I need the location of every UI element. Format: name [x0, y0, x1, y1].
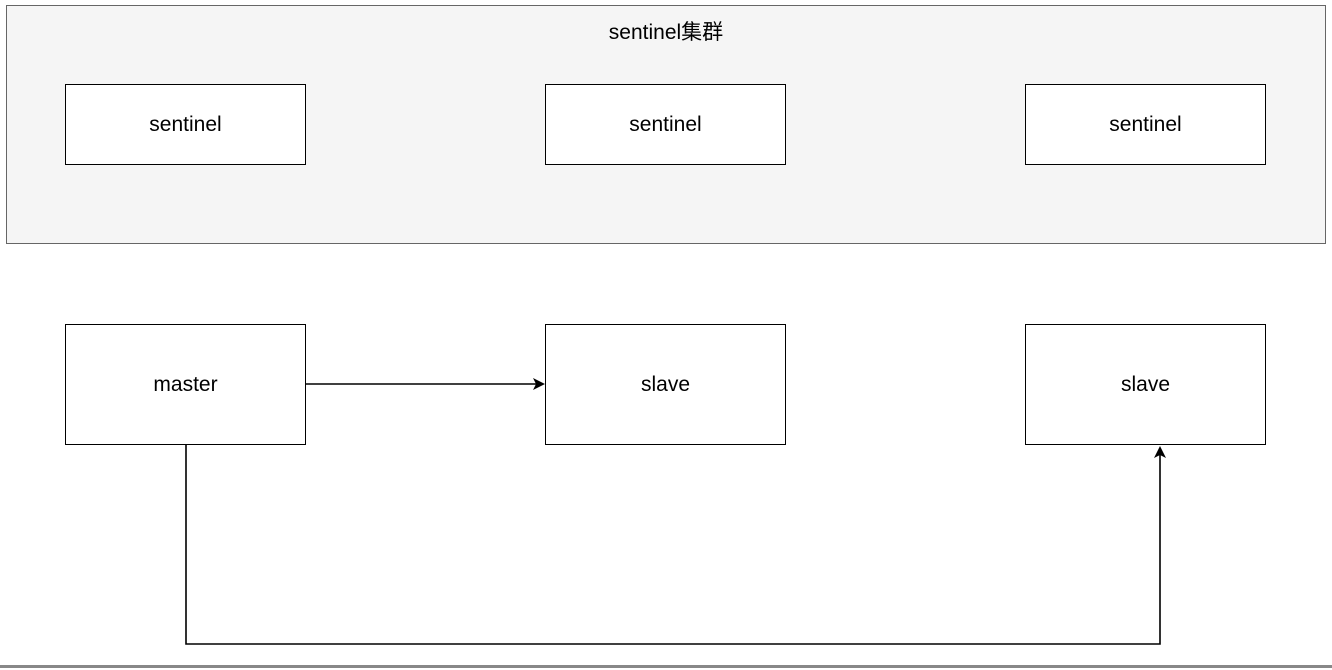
slave-node-1: slave [545, 324, 786, 445]
sentinel-node-1: sentinel [65, 84, 306, 165]
sentinel-node-2: sentinel [545, 84, 786, 165]
edge-master-to-slave-2 [185, 445, 1166, 645]
sentinel-node-3: sentinel [1025, 84, 1266, 165]
bottom-divider [0, 665, 1332, 668]
slave-node-2: slave [1025, 324, 1266, 445]
master-node: master [65, 324, 306, 445]
sentinel-cluster-title: sentinel集群 [608, 21, 724, 44]
